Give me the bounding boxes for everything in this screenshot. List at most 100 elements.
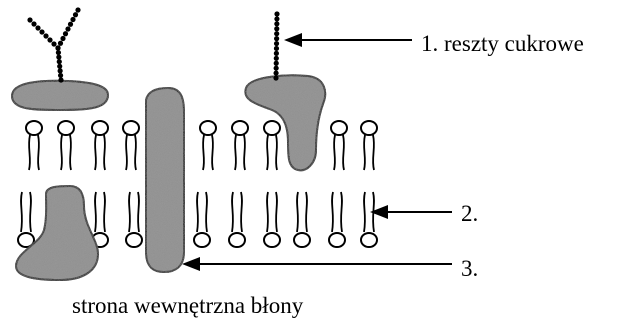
sugar-bead	[51, 41, 56, 46]
phospholipid-upper	[92, 121, 108, 170]
lipid-tail	[104, 192, 105, 232]
lipid-tail	[138, 192, 139, 232]
lipid-tail	[197, 192, 198, 232]
lipid-tail	[276, 135, 277, 170]
lipid-head	[58, 121, 74, 135]
sugar-bead	[274, 51, 279, 56]
sugar-bead	[56, 50, 61, 55]
lipid-tail	[267, 135, 268, 170]
lipid-head	[361, 121, 377, 135]
phospholipid-upper	[123, 121, 139, 170]
sugar-bead	[35, 25, 40, 30]
lipid-tail	[126, 135, 127, 170]
lipid-tail	[297, 192, 298, 232]
sugar-bead	[60, 36, 65, 41]
integral-protein-right	[245, 75, 325, 170]
sugar-bead	[274, 66, 279, 71]
lipid-head	[361, 233, 377, 247]
lipid-head	[26, 121, 42, 135]
lipid-head	[126, 233, 142, 247]
phospholipid-lower	[361, 192, 377, 247]
lipid-head	[264, 233, 280, 247]
sugar-bead	[274, 46, 279, 51]
lipid-tail	[104, 135, 105, 170]
sugar-bead	[27, 17, 32, 22]
lipid-tail	[334, 135, 335, 170]
phospholipid-lower	[264, 192, 280, 247]
lipid-tail	[341, 192, 342, 232]
lipid-tail	[232, 192, 233, 232]
lipid-tail	[306, 192, 307, 232]
phospholipid-lower	[18, 192, 34, 247]
sugar-bead	[65, 26, 70, 31]
lipid-head	[329, 233, 345, 247]
lipid-tail	[30, 192, 31, 232]
lipid-head	[123, 121, 139, 135]
lipid-tail	[129, 192, 130, 232]
lipid-tail	[364, 135, 365, 170]
lipid-head	[92, 121, 108, 135]
label-phospholipid: 2.	[461, 202, 478, 225]
lipid-tail	[61, 135, 62, 170]
phospholipid-upper	[331, 121, 347, 170]
sugar-bead	[273, 70, 278, 75]
sugar-bead	[31, 21, 36, 26]
sugar-bead	[56, 55, 61, 60]
leader-line-3	[182, 257, 452, 271]
sugar-residues	[27, 7, 279, 82]
phospholipid-upper	[58, 121, 74, 170]
sugar-bead	[274, 36, 279, 41]
phospholipid-upper	[232, 121, 248, 170]
lipid-tail	[70, 135, 71, 170]
sugar-bead	[274, 31, 279, 36]
phospholipid-lower	[294, 192, 310, 247]
lipid-tail	[212, 135, 213, 170]
sugar-bead	[43, 33, 48, 38]
sugar-bead	[58, 77, 63, 82]
sugar-bead	[55, 45, 60, 50]
phospholipid-lower	[329, 192, 345, 247]
sugar-bead	[274, 21, 279, 26]
lipid-tail	[21, 192, 22, 232]
lipid-tail	[343, 135, 344, 170]
label-transmembrane-protein: 3.	[461, 257, 478, 280]
phospholipid-upper	[26, 121, 42, 170]
peripheral-protein-left	[12, 81, 108, 110]
lipid-tail	[95, 135, 96, 170]
lipid-head	[331, 121, 347, 135]
sugar-bead	[274, 26, 279, 31]
lipid-tail	[332, 192, 333, 232]
leader-line-1	[284, 33, 412, 47]
sugar-bead	[39, 29, 44, 34]
sugar-bead	[273, 75, 278, 80]
lipid-tail	[95, 192, 96, 232]
sugar-bead	[274, 56, 279, 61]
leader-line-2	[370, 205, 452, 219]
sugar-bead	[68, 22, 73, 27]
lipid-tail	[235, 135, 236, 170]
sugar-bead	[47, 37, 52, 42]
phospholipid-lower	[194, 192, 210, 247]
lipid-head	[232, 121, 248, 135]
sugar-bead	[63, 31, 68, 36]
lipid-tail	[267, 192, 268, 232]
sugar-bead	[73, 12, 78, 17]
phospholipid-upper	[361, 121, 377, 170]
label-sugar-residues: 1. reszty cukrowe	[421, 32, 584, 55]
lipid-tail	[135, 135, 136, 170]
lipid-tail	[38, 135, 39, 170]
sugar-bead	[274, 41, 279, 46]
sugar-bead	[57, 64, 62, 69]
lipid-tail	[244, 135, 245, 170]
lipid-tail	[206, 192, 207, 232]
sugar-bead	[75, 7, 80, 12]
phospholipid-upper	[200, 121, 216, 170]
lipid-tail	[364, 192, 365, 232]
lipid-head	[294, 233, 310, 247]
sugar-bead	[58, 41, 63, 46]
lipid-head	[194, 233, 210, 247]
sugar-bead	[58, 73, 63, 78]
lipid-head	[229, 233, 245, 247]
sugar-bead	[58, 68, 63, 73]
sugar-bead	[274, 11, 279, 16]
